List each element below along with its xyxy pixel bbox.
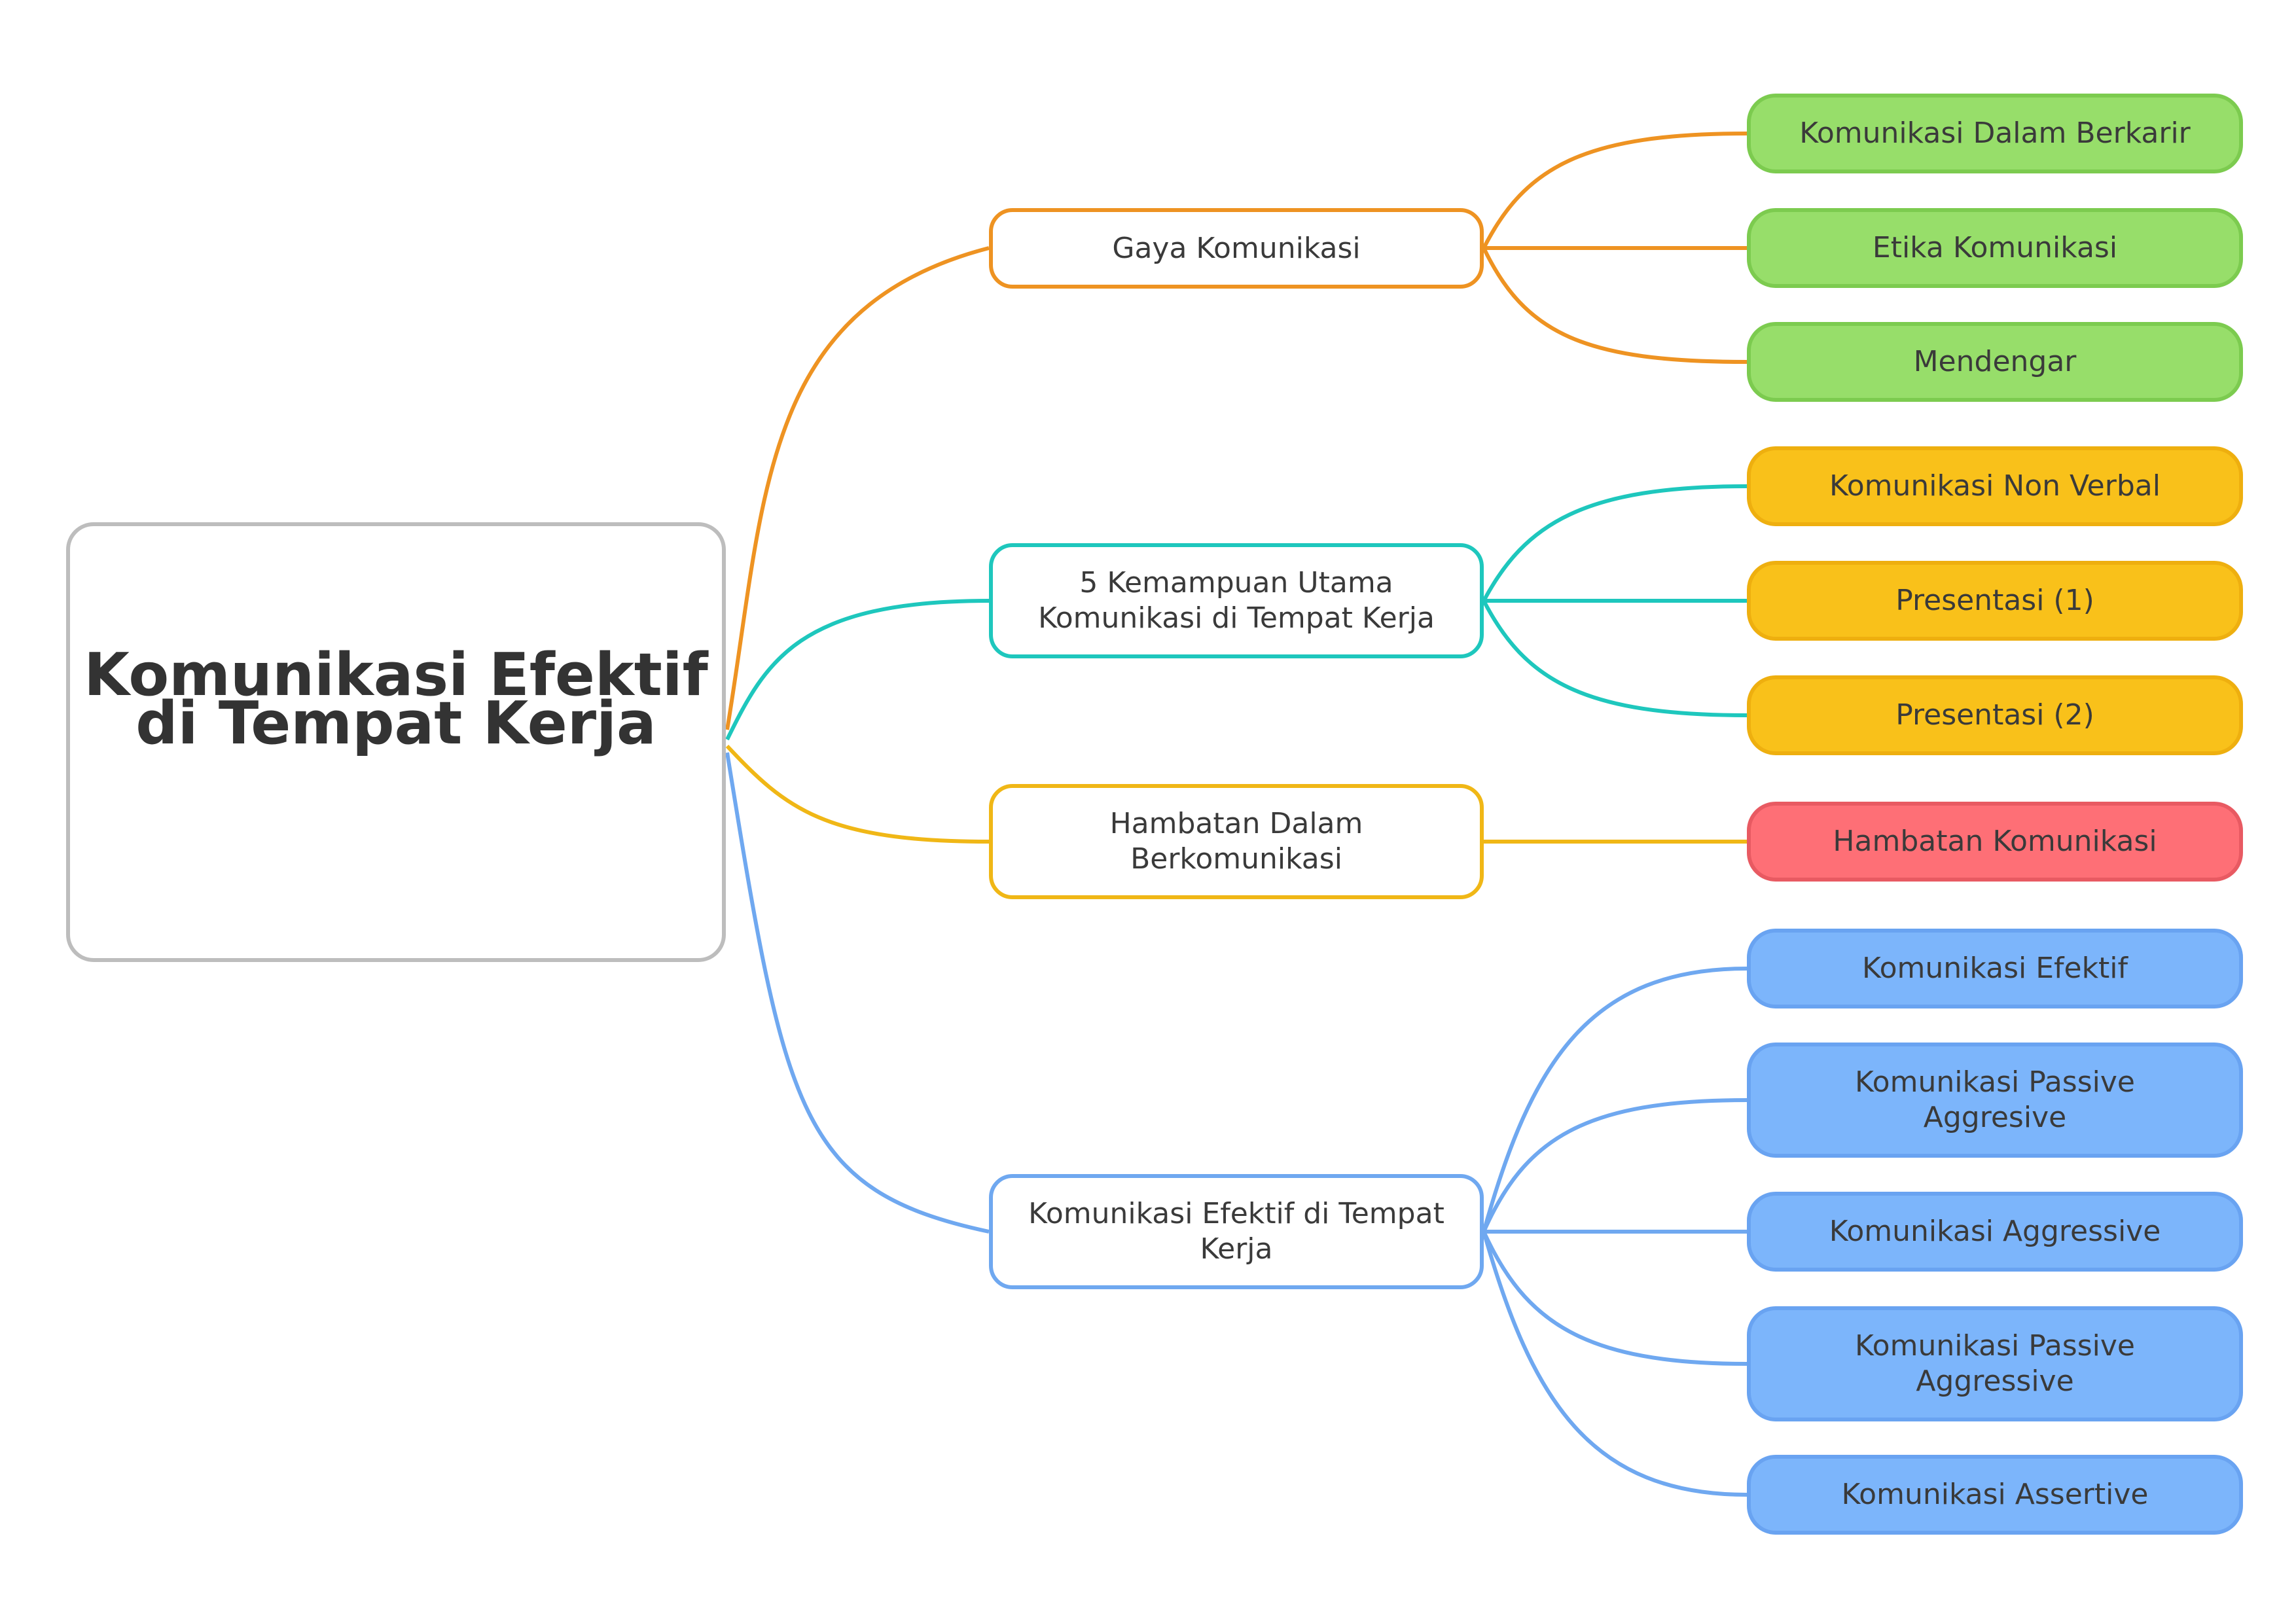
connector-efektif-assertive: [1482, 1231, 1748, 1497]
leaf-komunikasi-aggressive[interactable]: Komunikasi Aggressive: [1747, 1192, 2243, 1272]
leaf-komunikasi-assertive[interactable]: Komunikasi Assertive: [1747, 1455, 2243, 1535]
connector-efektif-passive2: [1482, 1230, 1748, 1366]
leaf-komunikasi-efektif[interactable]: Komunikasi Efektif: [1747, 929, 2243, 1008]
root-topic[interactable]: Komunikasi Efektif di Tempat Kerja: [66, 522, 726, 962]
leaf-mendengar[interactable]: Mendengar: [1747, 322, 2243, 402]
leaf-presentasi-2[interactable]: Presentasi (2): [1747, 675, 2243, 755]
leaf-komunikasi-passive-aggressive[interactable]: Komunikasi Passive Aggressive: [1747, 1306, 2243, 1421]
leaf-komunikasi-passive-aggresive[interactable]: Komunikasi Passive Aggresive: [1747, 1043, 2243, 1158]
branch-komunikasi-efektif[interactable]: Komunikasi Efektif di Tempat Kerja: [989, 1174, 1484, 1289]
connector-root-gaya: [725, 246, 990, 730]
connector-root-efektif: [725, 752, 990, 1234]
leaf-komunikasi-dalam-berkarir[interactable]: Komunikasi Dalam Berkarir: [1747, 94, 2243, 173]
connector-efektif-passive1: [1482, 1098, 1748, 1233]
leaf-etika-komunikasi[interactable]: Etika Komunikasi: [1747, 208, 2243, 288]
connector-kemampuan-nonverbal: [1482, 484, 1748, 602]
branch-hambatan[interactable]: Hambatan Dalam Berkomunikasi: [989, 784, 1484, 899]
connector-gaya-mendengar: [1482, 247, 1748, 364]
connector-kemampuan-presentasi2: [1482, 599, 1748, 717]
branch-gaya-komunikasi[interactable]: Gaya Komunikasi: [989, 208, 1484, 289]
connector-root-kemampuan: [725, 599, 990, 741]
branch-kemampuan-utama[interactable]: 5 Kemampuan Utama Komunikasi di Tempat K…: [989, 543, 1484, 658]
leaf-presentasi-1[interactable]: Presentasi (1): [1747, 561, 2243, 641]
connector-root-hambatan: [725, 744, 990, 844]
leaf-hambatan-komunikasi[interactable]: Hambatan Komunikasi: [1747, 802, 2243, 882]
connector-efektif-efektif: [1482, 967, 1748, 1232]
connector-gaya-berkarir: [1482, 132, 1748, 249]
leaf-komunikasi-non-verbal[interactable]: Komunikasi Non Verbal: [1747, 446, 2243, 526]
